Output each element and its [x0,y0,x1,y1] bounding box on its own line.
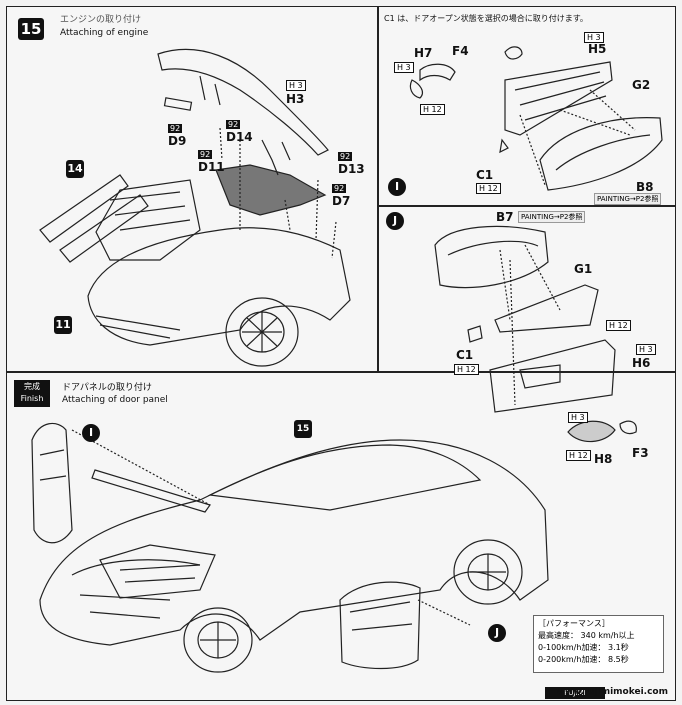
finish-callout-j: J [488,624,506,642]
b8-label: B8 [636,180,654,194]
step-number: 15 [18,18,44,40]
j-h12b-box: H 12 [454,364,479,375]
d13-label: D13 [338,162,365,176]
finish-callout-i: I [82,424,100,442]
f3-label: F3 [632,446,649,460]
engine-cover-part [215,164,327,216]
d9-qty-box: 92 [168,124,183,133]
j-c1-label: C1 [456,348,474,362]
d9-label: D9 [168,134,187,148]
j-h3c-box: H 3 [568,412,588,423]
car-body-front [87,227,351,346]
d11-qty-box: 92 [198,150,213,159]
finished-front-wheel [183,607,253,673]
panel-j-letter: J [386,212,404,230]
brand-logo: FUJIMI [545,687,605,699]
door-inner-b8 [539,117,663,191]
mirror-f4 [419,63,456,82]
j-painting-note: PAINTING→P2参照 [518,211,586,223]
h3-qty-box: H 3 [286,80,306,91]
finish-subtitle-jp: ドアパネルの取り付け [62,383,152,393]
panel-j [378,206,676,372]
callout-14: 14 [66,160,84,178]
d14-label: D14 [226,130,253,144]
i-painting-note: PAINTING→P2参照 [594,193,662,205]
finish-subtitle-en: Attaching of door panel [62,395,168,405]
panel-i-letter: I [388,178,406,196]
panel-i-note: C1 は、ドアオープン状態を選択の場合に取り付けます。 [384,14,588,23]
finished-rear-wheel [453,539,523,605]
f4-label: F4 [452,44,469,58]
engine-part [95,179,201,261]
h7-label: H7 [414,46,433,60]
hood-part [157,48,329,156]
i-h3b-box: H 3 [584,32,604,43]
g1-label: G1 [574,262,593,276]
performance-top-speed: 最高速度： 340 km/h以上 [538,631,635,640]
performance-0-200: 0-200km/h加速： 8.5秒 [538,655,629,664]
i-h3-box: H 3 [394,62,414,73]
step-15-subtitle-en: Attaching of engine [60,28,149,38]
j-h12-box: H 12 [606,320,631,331]
finished-car-body [39,439,549,646]
callout-11: 11 [54,316,72,334]
finish-callout-15: 15 [294,420,312,438]
h6-label: H6 [632,356,651,370]
window-g1 [494,284,599,333]
step-15-subtitle-jp: エンジンの取り付け [60,15,142,25]
i-h12b-box: H 12 [476,183,501,194]
finish-badge: 完成 Finish [14,380,50,407]
g2-label: G2 [632,78,651,92]
performance-box: ［パフォーマンス］ 最高速度： 340 km/h以上 0-100km/h加速： … [533,615,664,673]
i-c1-label: C1 [476,168,494,182]
front-wheel [225,297,299,367]
h8-label: H8 [594,452,613,466]
performance-0-100: 0-100km/h加速： 3.1秒 [538,643,629,652]
mirror-h8 [567,420,616,443]
d13-qty-box: 92 [338,152,353,161]
website-url[interactable]: www.fujimimokei.com [556,687,668,697]
d9-part [163,97,193,111]
j-h3-box: H 3 [636,344,656,355]
finish-badge-en: Finish [20,394,44,403]
d11-label: D11 [198,160,225,174]
d14-qty-box: 92 [226,120,241,129]
h3-label: H3 [286,92,305,106]
door-frame-b7 [434,225,549,289]
detached-door [31,422,73,544]
i-h12-box: H 12 [420,104,445,115]
b7-label: B7 [496,210,514,224]
d7-label: D7 [332,194,351,208]
d7-qty-box: 92 [332,184,347,193]
finished-open-door [339,581,421,670]
j-h12c-box: H 12 [566,450,591,461]
performance-title: ［パフォーマンス］ [538,619,610,628]
finish-badge-jp: 完成 [24,382,40,391]
door-outer-h6 [489,339,616,413]
h5-label: H5 [588,42,607,56]
